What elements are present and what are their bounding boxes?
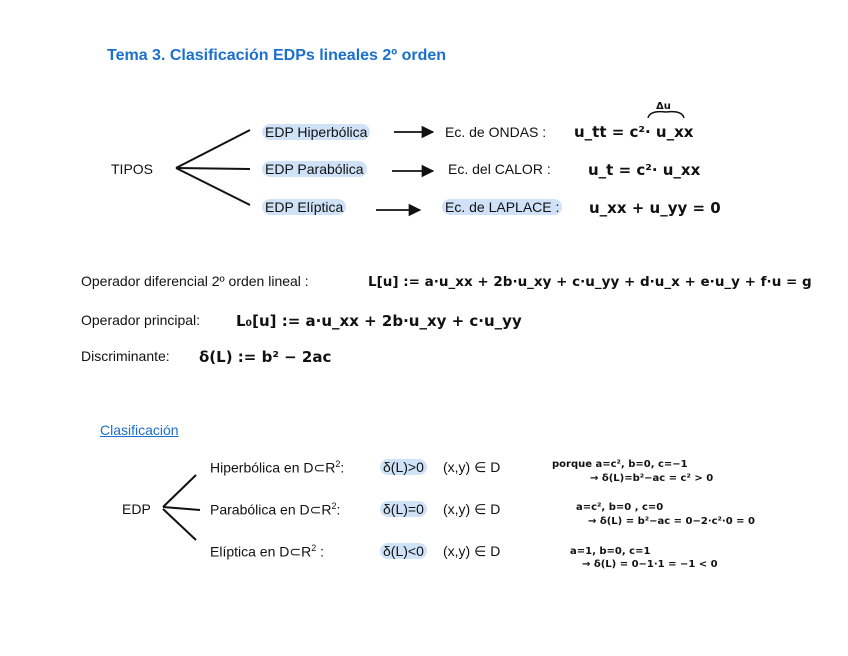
class-row-parabolica: Parabólica en D⊂R2:	[210, 501, 340, 519]
class-colon: :	[316, 543, 325, 560]
operador-label: Operador diferencial 2º orden lineal :	[81, 273, 309, 289]
edp-label: EDP	[122, 501, 151, 517]
principal-formula: L₀[u] := a·u_xx + 2b·u_xy + c·u_yy	[236, 312, 522, 330]
overbrace	[647, 110, 685, 119]
domain-hiperbolica: (x,y) ∈ D	[443, 459, 501, 475]
formula-calor: u_t = c²· u_xx	[588, 161, 701, 179]
edp-branch-parabolica	[162, 506, 201, 511]
cond-hiperbolica: δ(L)>0	[380, 459, 427, 475]
domain-parabolica: (x,y) ∈ D	[443, 501, 501, 517]
class-name: Parabólica en D⊂R	[210, 501, 332, 518]
note-hiperbolica-1: porque a=c², b=0, c=−1	[552, 459, 688, 470]
class-sup: 2	[335, 459, 341, 469]
note-parabolica-1: a=c², b=0 , c=0	[576, 502, 664, 513]
type-eliptica: EDP Elíptica	[262, 199, 347, 215]
formula-laplace: u_xx + u_yy = 0	[589, 199, 721, 217]
type-label: EDP Elíptica	[262, 199, 347, 215]
type-parabolica: EDP Parabólica	[262, 161, 367, 177]
edp-branch-hiperbolica	[162, 474, 197, 508]
edp-branch-eliptica	[162, 508, 197, 541]
principal-label: Operador principal:	[81, 312, 201, 328]
page-title: Tema 3. Clasificación EDPs lineales 2º o…	[107, 47, 447, 64]
note-eliptica-2: → δ(L) = 0−1·1 = −1 < 0	[582, 559, 718, 570]
type-label: EDP Parabólica	[262, 161, 367, 177]
eq-name-label: Ec. de LAPLACE :	[442, 199, 563, 215]
domain-eliptica: (x,y) ∈ D	[443, 543, 501, 559]
class-name: Hiperbólica en D⊂R	[210, 459, 336, 476]
annotation-laplacian: Δu	[656, 101, 671, 112]
cond-eliptica: δ(L)<0	[380, 543, 427, 559]
eq-name-calor: Ec. del CALOR :	[448, 161, 551, 177]
tipos-label: TIPOS	[111, 161, 154, 177]
discriminante-label: Discriminante:	[81, 348, 170, 364]
cond-label: δ(L)>0	[380, 459, 427, 475]
cond-label: δ(L)<0	[380, 543, 427, 559]
note-eliptica-1: a=1, b=0, c=1	[570, 546, 651, 557]
note-parabolica-2: → δ(L) = b²−ac = 0−2·c²·0 = 0	[588, 516, 755, 527]
class-sup: 2	[331, 501, 337, 511]
branch-line-parabolica	[175, 167, 251, 170]
cond-parabolica: δ(L)=0	[380, 501, 427, 517]
cond-label: δ(L)=0	[380, 501, 427, 517]
note-hiperbolica-2: → δ(L)=b²−ac = c² > 0	[590, 473, 714, 484]
class-name: Elíptica en D⊂R	[210, 543, 312, 560]
branch-line-hiperbolica	[175, 129, 251, 169]
class-colon: :	[340, 459, 345, 476]
class-row-hiperbolica: Hiperbólica en D⊂R2:	[210, 459, 344, 477]
type-hiperbolica: EDP Hiperbólica	[262, 124, 371, 140]
class-row-eliptica: Elíptica en D⊂R2 :	[210, 543, 324, 561]
operador-formula: L[u] := a·u_xx + 2b·u_xy + c·u_yy + d·u_…	[368, 274, 812, 290]
formula-ondas: u_tt = c²· u_xx	[574, 123, 694, 141]
class-colon: :	[336, 501, 341, 518]
discriminante-formula: δ(L) := b² − 2ac	[199, 348, 332, 366]
class-sup: 2	[311, 543, 317, 553]
eq-name-laplace: Ec. de LAPLACE :	[442, 199, 563, 215]
clasificacion-heading: Clasificación	[100, 422, 179, 438]
type-label: EDP Hiperbólica	[262, 124, 371, 140]
branch-line-eliptica	[175, 167, 251, 206]
eq-name-ondas: Ec. de ONDAS :	[445, 124, 547, 140]
